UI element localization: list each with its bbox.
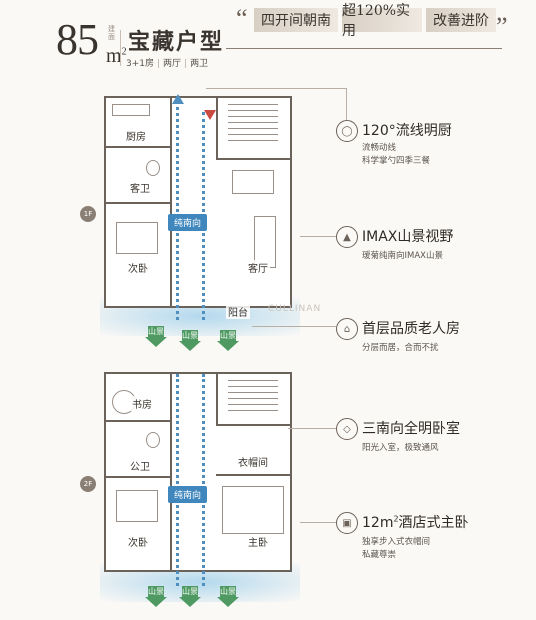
feature-title-kitchen: 120°流线明厨 (362, 123, 452, 139)
header-rule (226, 48, 502, 49)
floor-badge-2f: 2F (80, 476, 96, 492)
bed-icon: ▣ (336, 512, 358, 534)
feature-title-bedrooms: 三南向全明卧室 (362, 421, 460, 437)
feature-title-view: IMAX山景视野 (362, 229, 454, 245)
mountain-view-marker-1: 山景 (142, 326, 170, 352)
close-quote-icon: ” (496, 12, 508, 41)
mountain-view-marker-4: 山景 (142, 586, 170, 612)
hall-count: 两厅 (163, 59, 182, 69)
feature-sub-view: 瑷菊纯南向IMAX山景 (362, 251, 443, 261)
feature-title-master: 12m2酒店式主卧 (362, 514, 469, 531)
header-divider (120, 30, 121, 66)
airflow-line-left-2f (176, 374, 179, 586)
room-kitchen: 厨房 (124, 128, 148, 143)
room-study: 书房 (130, 396, 154, 411)
guide-line-elder (252, 326, 336, 327)
room-guest-bath: 客卫 (128, 180, 152, 195)
bed-2f (116, 490, 158, 522)
feature-sub-elder: 分层而居，合而不扰 (362, 343, 439, 353)
room-master-bedroom: 主卧 (246, 534, 270, 549)
room-balcony: 阳台 (226, 304, 250, 319)
arrow-up-icon (172, 94, 184, 104)
airflow-line-right-2f (202, 374, 205, 586)
open-quote-icon: “ (236, 4, 248, 33)
room-second-bedroom-1f: 次卧 (126, 260, 150, 275)
feature-sub-bedrooms: 阳光入室，极致通风 (362, 443, 439, 453)
south-facing-badge-1f: 纯南向 (168, 214, 208, 231)
floor-badge-1f: 1F (80, 206, 96, 222)
room-config: 3+1房|两厅|两卫 (126, 59, 209, 69)
feature-sub-master: 独享步入式衣帽间 私藏尊崇 (362, 537, 431, 560)
stairs-1f (228, 104, 278, 146)
room-wardrobe: 衣帽间 (236, 454, 270, 469)
room-public-bath: 公卫 (128, 458, 152, 473)
toilet-1f (146, 160, 160, 176)
kitchen-icon: ◯ (336, 120, 358, 142)
feature-title-elder: 首层品质老人房 (362, 321, 460, 337)
highlight-3: 改善进阶 (426, 8, 496, 32)
feature-sub-kitchen: 流畅动线 科学掌勺四季三餐 (362, 143, 431, 166)
guide-line-master (300, 522, 336, 523)
south-facing-badge-2f: 纯南向 (168, 486, 208, 503)
highlight-1: 四开间朝南 (254, 8, 338, 32)
bed-1f (116, 222, 158, 254)
toilet-2f (146, 432, 160, 448)
room-second-bedroom-2f: 次卧 (126, 534, 150, 549)
house-icon: ⌂ (336, 318, 358, 340)
arrow-down-red-icon (204, 110, 216, 120)
mountain-view-marker-5: 山景 (176, 586, 204, 612)
diamond-icon: ◇ (336, 418, 358, 440)
stairs-2f (228, 380, 278, 416)
mountain-view-marker-2: 山景 (176, 330, 204, 356)
master-bed (222, 486, 284, 534)
area-number: 85 (56, 15, 99, 64)
watermark: CULLINAN (268, 304, 322, 314)
guide-line-view (300, 236, 336, 237)
kitchen-counter (112, 104, 150, 116)
highlight-2: 超120%实用 (342, 3, 422, 39)
area-unit: m2 (106, 45, 127, 67)
guide-line-bedrooms (288, 428, 336, 429)
page-title: 宝藏户型 (128, 30, 225, 55)
mountain-icon: ▲ (336, 226, 358, 248)
room-count: 3+1房 (126, 59, 154, 69)
bath-count: 两卫 (190, 59, 209, 69)
guide-line-kitchen (206, 88, 347, 129)
area-tag: 建面 (108, 25, 115, 41)
room-living: 客厅 (246, 260, 270, 275)
dining-table (232, 170, 274, 194)
airflow-line-left-1f (176, 100, 179, 320)
mountain-view-marker-6: 山景 (214, 586, 242, 612)
mountain-view-marker-3: 山景 (214, 330, 242, 356)
